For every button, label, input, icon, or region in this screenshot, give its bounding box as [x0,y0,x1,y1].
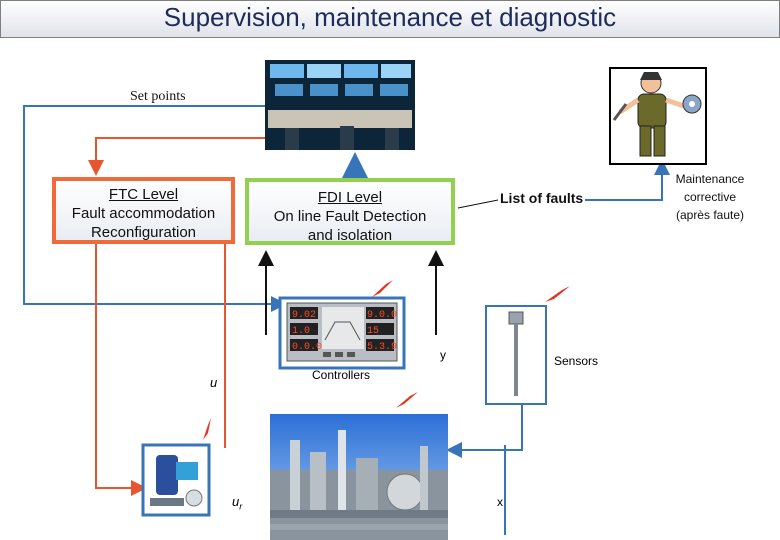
ftc-title: FTC Level [108,186,179,203]
setpoint-line [23,105,287,312]
ftc-to-actuator-line [95,244,147,496]
list-faults-line [457,199,499,209]
fault-marker-controller [372,280,393,297]
list-of-faults-label: List of faults [500,190,584,206]
maintenance-worker-image [609,67,707,165]
ftc-line-2: Reconfiguration [90,224,197,241]
fault-marker-process [396,392,418,408]
sensors-label: Sensors [554,354,599,368]
controller-readout-5: 15 [367,326,379,337]
controller-readout-4: 9.0.0 [367,310,397,321]
refinery-process-image [270,414,448,540]
ftc-level-box: FTC Level Fault accommodation Reconfigur… [52,177,235,244]
maintenance-line-3: (après faute) [675,208,745,222]
controller-readout-2: 1.0 [292,326,310,337]
controller-readout-1: 9.02 [292,310,316,321]
controller-readout-6: 5.3.9 [367,342,397,353]
maintenance-label: Maintenance corrective (après faute) [660,170,760,224]
maintenance-line-1: Maintenance [675,172,745,186]
fault-marker-sensor [545,286,570,302]
actuator-pump-image [141,443,211,517]
controller-readout-3: 0.0.0 [292,342,322,353]
sensor-image [485,305,547,405]
set-points-label: Set points [130,89,186,104]
fdi-level-box: FDI Level On line Fault Detection and is… [245,178,455,245]
page-title: Supervision, maintenance et diagnostic [163,2,617,32]
controllers-label: Controllers [312,368,371,382]
ur-label-main: u [232,494,240,509]
ur-label: ur [232,494,242,512]
fdi-line-1: On line Fault Detection [273,208,427,225]
sensor-process-line [446,404,523,458]
y-label: y [440,348,446,362]
ftc-line-1: Fault accommodation [71,205,216,222]
ur-label-sub: r [239,501,243,512]
fdi-title: FDI Level [317,189,383,206]
fault-marker-actuator [203,418,211,440]
controller-panel-image [278,296,406,370]
maintenance-line-2: corrective [683,190,736,204]
x-label: x [497,495,503,509]
title-bar [0,0,780,38]
fdi-line-2: and isolation [307,227,393,244]
faults-to-maintenance-line [585,159,670,201]
supervision-room-image [265,60,415,150]
u-label: u [210,375,218,390]
supervision-to-ftc-line [88,137,265,176]
